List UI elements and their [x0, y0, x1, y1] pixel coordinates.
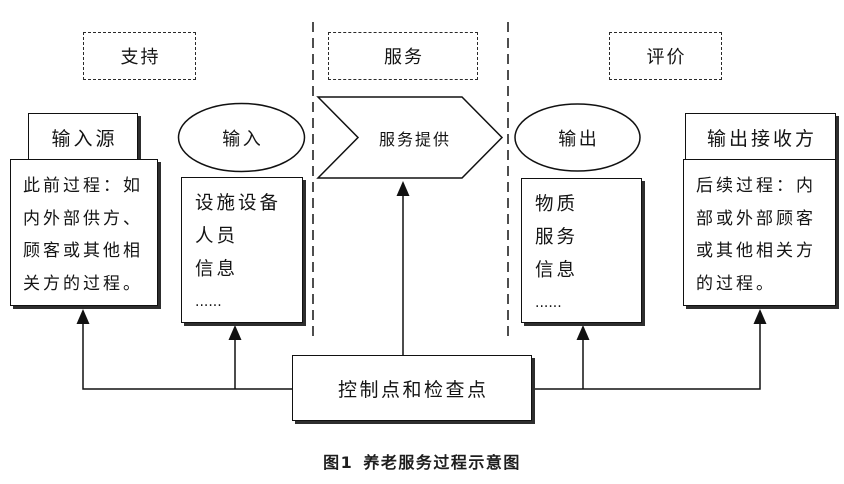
input-ellipse — [177, 102, 306, 173]
output-receiver-line: 部或外部顾客 — [696, 208, 816, 229]
input-source-line: 顾客或其他相 — [23, 241, 143, 261]
arrowhead-input — [228, 325, 242, 340]
connector-right — [532, 322, 761, 390]
output-title: 输出 — [558, 128, 600, 150]
phase-support-label: 支持 — [120, 47, 161, 68]
input-source-title: 输入源 — [51, 127, 118, 150]
figure-title: 养老服务过程示意图 — [363, 453, 521, 472]
input-ellipse-label-wrap: 输入 — [178, 103, 305, 172]
connector-left — [82, 322, 292, 390]
control-points-label: 控制点和检查点 — [337, 378, 489, 401]
input-item: 人员 — [195, 226, 239, 247]
input-source-title-box: 输入源 — [28, 113, 138, 161]
input-source-line: 内外部供方、 — [23, 208, 143, 229]
output-receiver-description-box: 后续过程：内 部或外部顾客 或其他相关方 的过程。 — [683, 159, 836, 306]
input-source-line: 关方的过程。 — [23, 273, 143, 294]
input-item: 设施设备 — [195, 193, 282, 214]
arrowhead-service-delivery — [396, 181, 410, 196]
phase-evaluation-label: 评价 — [646, 47, 687, 68]
output-item: 物质 — [535, 194, 579, 215]
output-item-ellipsis: ...... — [535, 295, 562, 311]
service-delivery-label: 服务提供 — [378, 129, 451, 149]
phase-evaluation-box: 评价 — [609, 32, 722, 80]
arrowhead-input-source — [76, 309, 90, 324]
phase-service-box: 服务 — [328, 32, 478, 80]
input-title: 输入 — [222, 128, 264, 150]
input-item: 信息 — [195, 259, 239, 280]
output-ellipse-label-wrap: 输出 — [515, 104, 640, 171]
output-ellipse — [514, 103, 641, 172]
figure-number: 图1 — [323, 453, 354, 472]
output-items-box: 物质 服务 信息 ...... — [521, 178, 642, 323]
output-item: 信息 — [535, 260, 579, 281]
input-source-line: 此前过程：如 — [23, 176, 143, 196]
service-delivery-label-wrap: 服务提供 — [359, 97, 469, 178]
service-delivery-chevron — [316, 96, 504, 179]
arrowhead-output-receiver — [753, 309, 767, 324]
phase-service-label: 服务 — [384, 47, 424, 68]
output-receiver-line: 后续过程：内 — [696, 176, 816, 196]
output-receiver-line: 或其他相关方 — [696, 241, 816, 261]
output-receiver-title-box: 输出接收方 — [685, 113, 836, 161]
arrowhead-output — [576, 325, 590, 340]
input-item-ellipsis: ...... — [195, 294, 222, 310]
output-receiver-line: 的过程。 — [696, 273, 776, 294]
input-source-description-box: 此前过程：如 内外部供方、 顾客或其他相 关方的过程。 — [10, 159, 158, 306]
output-receiver-title: 输出接收方 — [706, 127, 817, 150]
phase-support-box: 支持 — [83, 32, 196, 80]
figure-caption: 图1 养老服务过程示意图 — [0, 448, 844, 474]
control-points-box: 控制点和检查点 — [292, 355, 532, 421]
output-item: 服务 — [535, 227, 579, 248]
input-items-box: 设施设备 人员 信息 ...... — [181, 177, 303, 323]
